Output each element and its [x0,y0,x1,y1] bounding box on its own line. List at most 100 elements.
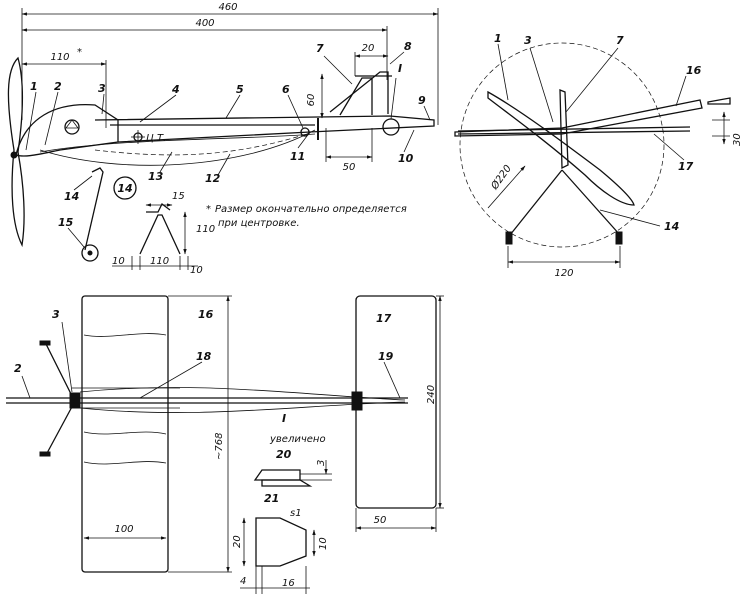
label-20: 20 [276,448,292,461]
dim-4: 4 [240,576,246,587]
dim-768: ~768 [214,433,225,460]
detail-subtitle: увеличено [269,434,326,445]
gear-leg-left [509,169,563,236]
dim-3: 3 [316,460,327,466]
label-11: 11 [290,150,305,163]
dim-20-fin: 20 [232,535,243,548]
gear-leg-right [561,169,621,236]
pylon-strut-inner [339,77,373,116]
dim-10-fin: 10 [318,537,329,550]
front-label-16: 16 [686,64,702,77]
label-4: 4 [171,83,180,96]
propeller-blade [487,90,635,206]
label-7: 7 [316,42,324,55]
prop-blade-top-b [45,402,75,456]
dim-50-side: 50 [343,162,356,173]
dim-30: 30 [732,133,743,146]
dim-460: 460 [218,2,237,13]
dim-10b: 10 [190,265,203,276]
front-label-14: 14 [664,220,679,233]
top-label-3: 3 [52,308,60,321]
fuselage-boom [94,115,435,143]
label-2: 2 [54,80,62,93]
dim-60: 60 [306,94,317,107]
note-line-2: при центровке. [218,218,300,229]
dim-s1: s1 [290,508,302,519]
top-label-17: 17 [376,312,392,325]
rubber-motor-13 [39,129,316,166]
dim-220: Ø220 [488,163,514,193]
gear-wire [139,214,181,255]
label-21: 21 [264,492,279,505]
wingtip-detail [707,97,731,105]
wing-top [81,295,169,573]
dim-50-tail: 50 [374,515,387,526]
dim-110: 110 [50,52,69,63]
pylon-strut [329,71,389,114]
rubber-motor-12 [39,133,316,153]
note-line-1: *Размер окончательно определяется [206,204,407,215]
gear-detail-number: 14 [117,182,132,195]
gear-top [146,203,171,213]
part-21 [261,479,313,487]
label-10: 10 [398,152,414,165]
dim-400: 400 [195,18,214,29]
dim-110-gear: 110 [196,224,215,235]
label-15: 15 [58,216,74,229]
wheel [81,244,99,262]
front-view: Ø220 120 30 1 3 7 16 17 14 [454,32,743,279]
label-5: 5 [236,83,244,96]
detail-title: I [282,412,286,425]
label-13: 13 [148,170,164,183]
dim-15: 15 [172,191,185,202]
front-label-3: 3 [524,34,532,47]
wheel-left [505,231,513,245]
prop-blade-top-a [45,343,75,401]
gear-detail: 14 15 110 10 110 10 [112,176,215,276]
dim-20-pylon: 20 [362,43,375,54]
fin-detail [255,517,307,567]
top-label-16: 16 [198,308,214,321]
dim-10a: 10 [112,256,125,267]
wheel-right [615,231,623,245]
stabilizer-front [457,126,691,132]
rear-hook [300,127,310,137]
bearing-mark [65,119,79,129]
top-label-19: 19 [378,350,394,363]
dim-240: 240 [426,385,437,404]
detail-i-circle [382,118,400,136]
dim-100: 100 [114,524,133,535]
detail-i-ref: I [398,62,402,75]
part-20 [253,469,301,481]
fin-front [559,89,569,170]
label-3: 3 [98,82,106,95]
label-14: 14 [64,190,79,203]
wing-front [454,99,703,137]
label-12: 12 [205,172,221,185]
cg-label: Ц.Т. [146,133,166,144]
label-1: 1 [30,80,38,93]
gear-detail-marker [113,176,137,200]
label-8: 8 [404,40,412,53]
propeller-disc [459,42,665,248]
asterisk-mark: * [77,47,82,58]
nose-block-top [69,392,81,409]
front-label-17: 17 [678,160,694,173]
side-view: 460 400 110 * Ц.Т. 2 [7,2,439,276]
detail-i: I увеличено 20 3 21 s1 20 10 4 16 [232,412,332,594]
rubber-dash [94,132,311,156]
front-label-7: 7 [616,34,624,47]
side-callouts: 1 2 3 4 5 6 7 8 9 10 11 12 13 1 [25,40,431,248]
front-label-1: 1 [494,32,502,45]
label-9: 9 [418,94,426,107]
landing-gear-leg [84,167,104,251]
dim-110-base: 110 [150,256,169,267]
top-label-2: 2 [14,362,22,375]
propeller-side [7,56,25,248]
label-6: 6 [282,83,290,96]
dim-16: 16 [282,578,295,589]
dim-120: 120 [554,268,573,279]
top-view: ~768 100 240 50 3 2 16 18 17 19 [6,295,444,573]
top-label-18: 18 [196,350,212,363]
